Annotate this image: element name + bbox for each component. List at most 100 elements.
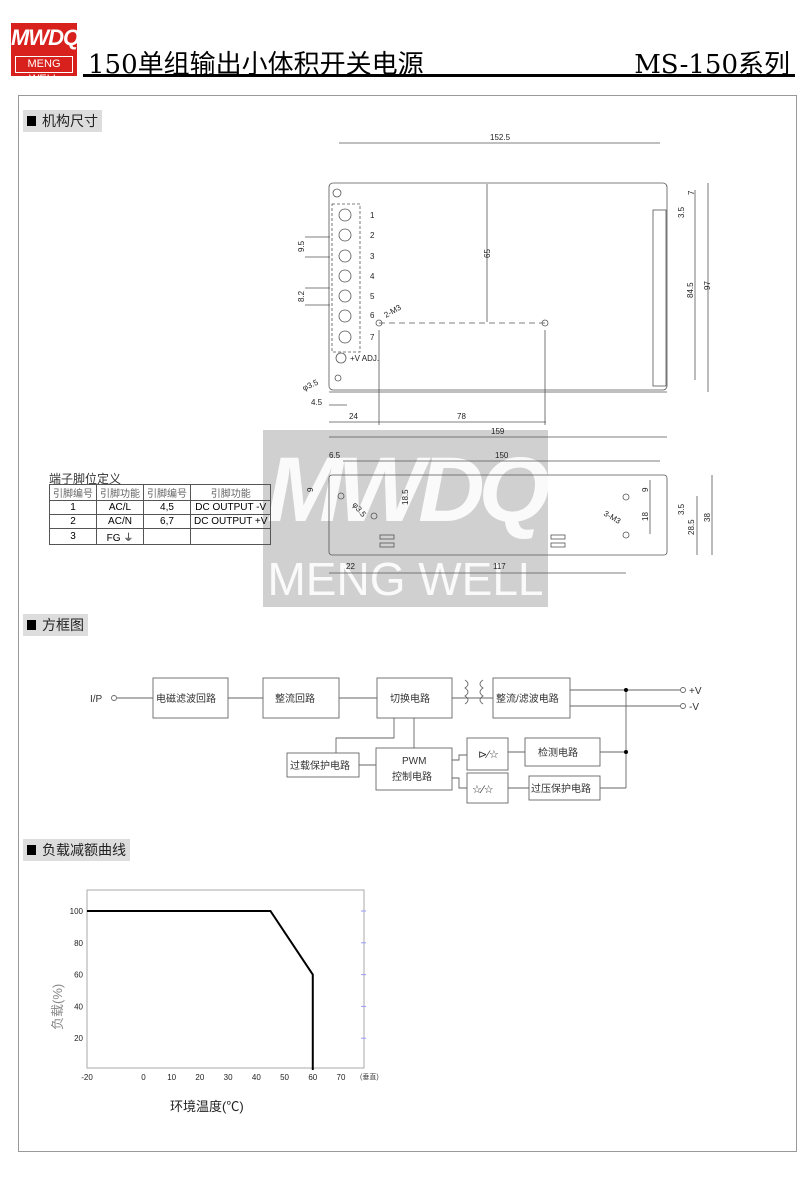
dim-label: 78 <box>457 412 466 421</box>
dim-label: 159 <box>491 427 505 436</box>
x-tick-label: 10 <box>167 1073 176 1082</box>
dim-label: φ3.5 <box>301 378 320 393</box>
output-rectifier-label: 整流/滤波电路 <box>496 692 559 705</box>
pin-cell: DC OUTPUT +V <box>189 514 272 529</box>
overload-label: 过载保护电路 <box>290 759 350 772</box>
dim-label: 4.5 <box>311 398 323 407</box>
terminal-label: 2 <box>370 231 375 240</box>
dim-label: +V ADJ. <box>350 354 379 363</box>
svg-text:☆⁄☆: ☆⁄☆ <box>472 784 494 796</box>
x-tick-label: -20 <box>81 1073 93 1082</box>
x-tick-label: 40 <box>252 1073 261 1082</box>
terminal-label: 1 <box>370 211 375 220</box>
terminal-numbers: 1 2 3 4 5 6 7 <box>370 211 375 342</box>
terminal-label: 3 <box>370 252 375 261</box>
y-tick-label: 40 <box>74 1002 83 1011</box>
y-axis-label: 负载(%) <box>50 984 65 1030</box>
dim-label: 22 <box>346 562 355 571</box>
dim-label: 117 <box>493 562 506 571</box>
pin-cell: 2 <box>49 514 97 529</box>
y-tick-label: 20 <box>74 1034 83 1043</box>
dim-label: 3.5 <box>677 206 686 218</box>
emi-filter-label: 电磁滤波回路 <box>156 692 216 705</box>
x-note: (垂直) <box>360 1072 379 1081</box>
pwm-control-label: 控制电路 <box>392 770 432 783</box>
header-rule <box>83 74 795 77</box>
dim-label: 7 <box>687 190 696 195</box>
watermark: MWDQ MENG WELL <box>263 430 550 607</box>
pin-cell <box>143 528 191 545</box>
brand-logo: MWDQ MENG WELL <box>11 23 80 85</box>
terminal-label: 6 <box>370 311 375 320</box>
side-view-drawing <box>328 460 713 574</box>
x-tick-label: 20 <box>195 1073 204 1082</box>
logo-subtext: MENG WELL <box>15 56 73 85</box>
derating-line <box>87 910 314 1070</box>
pin-cell: DC OUTPUT -V <box>189 500 272 515</box>
dim-label: 18 <box>641 512 650 521</box>
terminal-label: 4 <box>370 272 375 281</box>
output-negative-label: -V <box>689 702 699 713</box>
pin-header: 引脚功能 <box>96 484 144 501</box>
y-tick-label: 80 <box>74 939 83 948</box>
dim-label: 9 <box>306 487 315 492</box>
terminal-label: 5 <box>370 292 375 301</box>
y-tick-label: 60 <box>74 971 83 980</box>
logo-text: MWDQ <box>11 25 80 50</box>
side-view-dimensions: 6.5 150 9 18.5 φ3.5 9 18 3-M3 3.5 28.5 3… <box>306 451 712 571</box>
pin-cell: 6,7 <box>143 514 191 529</box>
pin-table-title: 端子脚位定义 <box>49 472 122 486</box>
pin-header: 引脚功能 <box>189 484 272 501</box>
section-mechanical: 机构尺寸 <box>23 110 102 132</box>
x-tick-label: 50 <box>280 1073 289 1082</box>
svg-text:⊳⁄☆: ⊳⁄☆ <box>478 749 499 761</box>
pin-header: 引脚编号 <box>143 484 191 501</box>
content-frame <box>18 95 797 1152</box>
pin-cell: 3 <box>49 528 97 545</box>
pwm-label: PWM <box>402 756 426 767</box>
dim-label: 8.2 <box>297 290 306 302</box>
x-tick-label: 0 <box>141 1073 146 1082</box>
dim-label: 2-M3 <box>383 303 404 320</box>
block-labels: I/P 电磁滤波回路 整流回路 切换电路 整流/滤波电路 +V -V 过载保护电… <box>90 686 702 795</box>
dim-label: 97 <box>703 281 712 290</box>
terminal-label: 7 <box>370 333 375 342</box>
pin-cell <box>189 528 272 545</box>
pin-cell: AC/N <box>96 514 144 529</box>
x-tick-label: 70 <box>337 1073 346 1082</box>
switching-label: 切换电路 <box>390 692 430 705</box>
input-label: I/P <box>90 694 103 705</box>
junction-dot <box>624 688 628 692</box>
x-axis-label: 环境温度(℃) <box>170 1099 244 1114</box>
top-view-dimensions: 152.5 65 7 3.5 84.5 97 9.5 8.2 2-M3 +V A… <box>297 133 712 436</box>
section-derating: 负载减额曲线 <box>23 839 130 861</box>
dim-label: 28.5 <box>687 519 696 535</box>
y-tick-label: 100 <box>70 907 84 916</box>
dim-label: 65 <box>483 249 492 258</box>
dim-label: 3-M3 <box>602 509 623 526</box>
dim-label: 24 <box>349 412 358 421</box>
junction-dot <box>624 750 628 754</box>
dim-label: 18.5 <box>401 489 410 505</box>
pin-cell: 4,5 <box>143 500 191 515</box>
dim-label: 150 <box>495 451 509 460</box>
dim-label: 152.5 <box>490 133 511 142</box>
section-block-diagram: 方框图 <box>23 614 88 636</box>
terminal-block <box>338 208 352 344</box>
ovp-label: 过压保护电路 <box>531 782 591 795</box>
pin-cell: AC/L <box>96 500 144 515</box>
pin-header: 引脚编号 <box>49 484 97 501</box>
dim-label: 9.5 <box>297 240 306 252</box>
block-diagram: ⊳⁄☆ ☆⁄☆ <box>111 677 686 804</box>
dim-label: 38 <box>703 513 712 522</box>
x-tick-label: 60 <box>308 1073 317 1082</box>
plot-area <box>86 889 365 1069</box>
output-positive-label: +V <box>689 686 702 697</box>
rectifier-label: 整流回路 <box>275 692 315 705</box>
pin-cell: FG ⏚ <box>96 528 144 545</box>
